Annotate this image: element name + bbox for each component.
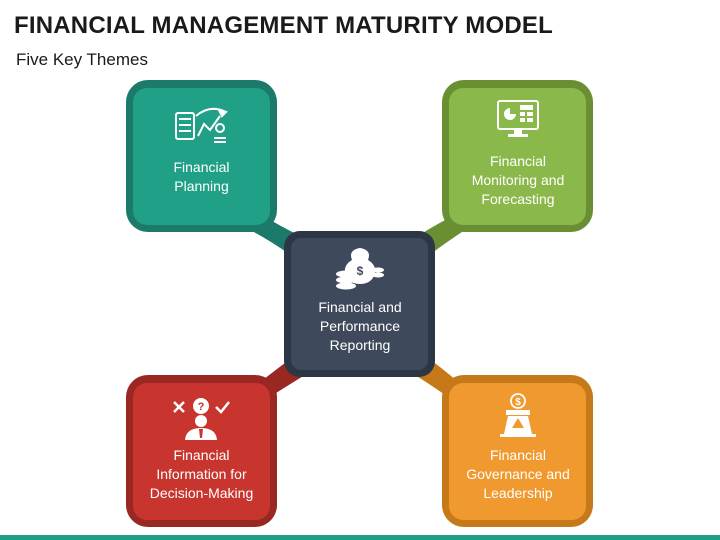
monitor-dashboard-icon (497, 100, 539, 137)
page-subtitle: Five Key Themes (16, 50, 148, 69)
center-label: Financial and Performance Reporting (318, 299, 402, 353)
theme-box-planning-inner (133, 88, 270, 225)
theme-label-monitoring: Financial Monitoring and Forecasting (471, 153, 565, 207)
svg-text:$: $ (515, 397, 521, 408)
center-box-inner (291, 238, 428, 370)
svg-text:?: ? (198, 401, 205, 413)
svg-text:$: $ (357, 264, 364, 278)
theme-box-monitoring-inner (449, 88, 586, 225)
theme-box-decision-inner (133, 383, 270, 520)
page-title: FINANCIAL MANAGEMENT MATURITY MODEL (14, 12, 553, 39)
footer-accent-bar (0, 535, 720, 540)
podium-dollar-icon: $ (500, 393, 536, 437)
theme-label-planning: Financial Planning (173, 159, 230, 194)
theme-box-governance-inner (449, 383, 586, 520)
money-bag-coins-icon: $ (336, 248, 384, 290)
calculator-chart-icon (175, 107, 228, 143)
person-decision-icon: ? (173, 398, 230, 440)
theme-label-governance: Financial Governance and Leadership (466, 447, 570, 501)
theme-label-decision: Financial Information for Decision-Makin… (149, 447, 254, 501)
